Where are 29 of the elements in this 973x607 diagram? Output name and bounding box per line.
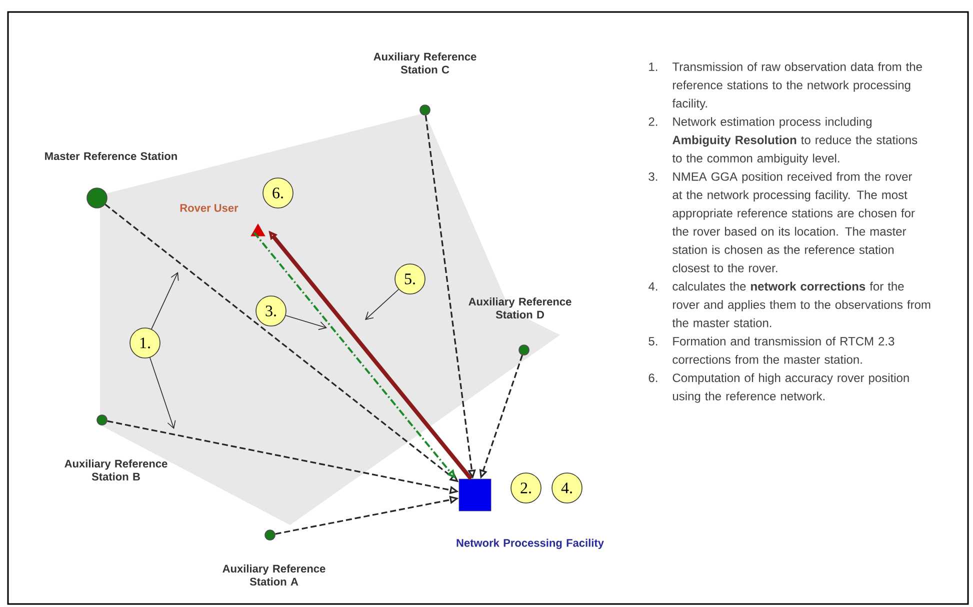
node-label: Rover User <box>180 204 238 212</box>
list-item: 2. Network estimation process including Ambiguity Resolution to reduce the stations to the common ambiguity level. <box>648 117 918 165</box>
callout-number: 6. <box>262 178 294 208</box>
leader-line <box>150 357 176 429</box>
leader-line <box>365 288 400 320</box>
reference-station: Auxiliary Reference Station D <box>468 297 572 356</box>
reference-station: Master Reference Station <box>45 152 177 208</box>
node-label: Network Processing Facility <box>456 538 604 550</box>
reference-station: Auxiliary Reference Station B <box>64 414 168 481</box>
callout-number: 1. <box>130 328 160 358</box>
list-item: 4. calculates the network corrections for the rover and applies them to the observations from the master station. <box>648 282 930 328</box>
callout-number: 5. <box>394 264 426 294</box>
list-item: 5. Formation and transmission of RTCM 2.3 corrections from the master station. <box>648 336 894 364</box>
callout-number: 4. <box>552 472 582 504</box>
leader-line <box>151 272 179 330</box>
callout-number: 2. <box>510 472 542 504</box>
list-item: 1. Transmission of raw observation data from the reference stations to the network processing facility. <box>649 62 922 110</box>
list-item: 3. NMEA GGA position received from the rover at the network processing facility. The most appropriate reference stations are chosen for the rover based on its location. The master station is chosen as the reference station closest to the rover. <box>648 172 915 272</box>
node-label: Auxiliary Reference Station A <box>222 564 326 586</box>
leader-line <box>285 315 327 330</box>
node-label: Master Reference Station <box>45 152 177 160</box>
list-item: 6. Computation of high accuracy rover position using the reference network. <box>648 373 909 403</box>
node-label: Auxiliary Reference Station D <box>468 297 572 319</box>
node-label: Auxiliary Reference Station B <box>64 459 168 481</box>
reference-station: Auxiliary Reference Station A <box>222 530 326 586</box>
node-label: Auxiliary Reference Station C <box>374 52 476 74</box>
reference-station: Auxiliary Reference Station C <box>374 52 476 116</box>
rover: Rover User <box>180 204 266 236</box>
callout-number: 3. <box>256 296 286 326</box>
